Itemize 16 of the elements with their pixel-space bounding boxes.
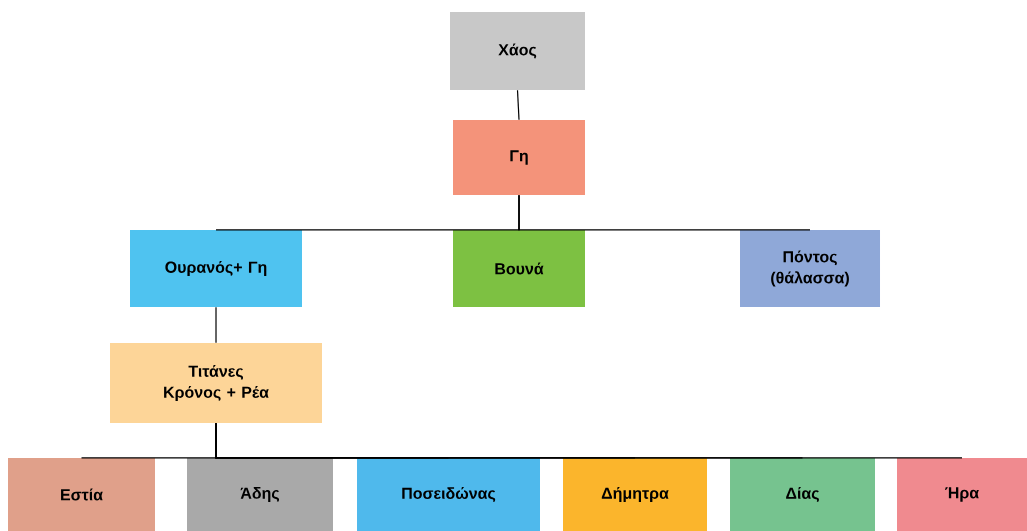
- box: Πόντος (θάλασσα): [740, 230, 880, 307]
- connector-line: [516, 89, 520, 121]
- connector-line: [518, 194, 811, 231]
- box: Χάος: [450, 12, 585, 90]
- box: Εστία: [8, 458, 155, 531]
- box: Ουρανός+ Γη: [130, 230, 302, 307]
- connector-line: [215, 422, 963, 459]
- connector-line: [215, 306, 217, 344]
- box: Δίας: [730, 458, 875, 531]
- box: Δήμητρα: [563, 458, 707, 531]
- box: Ήρα: [897, 458, 1027, 531]
- box: Ποσειδώνας: [357, 458, 540, 531]
- box: Γη: [453, 120, 585, 195]
- box: Άδης: [187, 458, 333, 531]
- box: Βουνά: [453, 230, 585, 307]
- box: Τιτάνες Κρόνος + Ρέα: [110, 343, 322, 423]
